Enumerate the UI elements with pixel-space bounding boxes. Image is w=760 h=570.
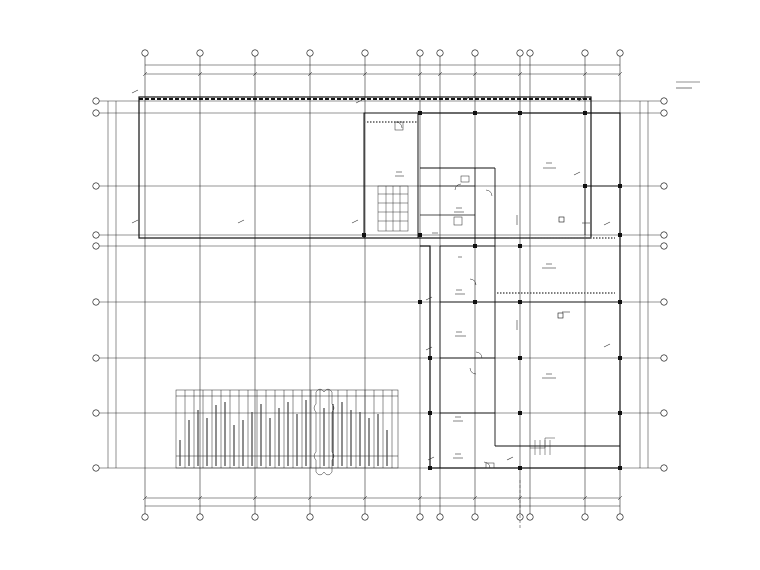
fixtures [394,121,495,469]
dimension-ticks [142,71,623,501]
dimension-lines [107,64,649,507]
axis-bubbles-left [92,97,100,472]
axis-bubbles-bottom [141,513,624,521]
notes-table-text-marks [179,400,388,466]
revision-cloud [313,388,335,476]
structural-columns [362,111,622,470]
building-walls [138,96,621,469]
door-swings [395,121,493,469]
notes-table [175,389,399,469]
axis-bubbles-top [141,49,624,57]
stair-treads [377,185,555,455]
title-block [676,81,700,89]
annotation-marks [131,89,611,461]
axis-bubbles-right [660,97,668,472]
beam-hatches [364,121,615,294]
